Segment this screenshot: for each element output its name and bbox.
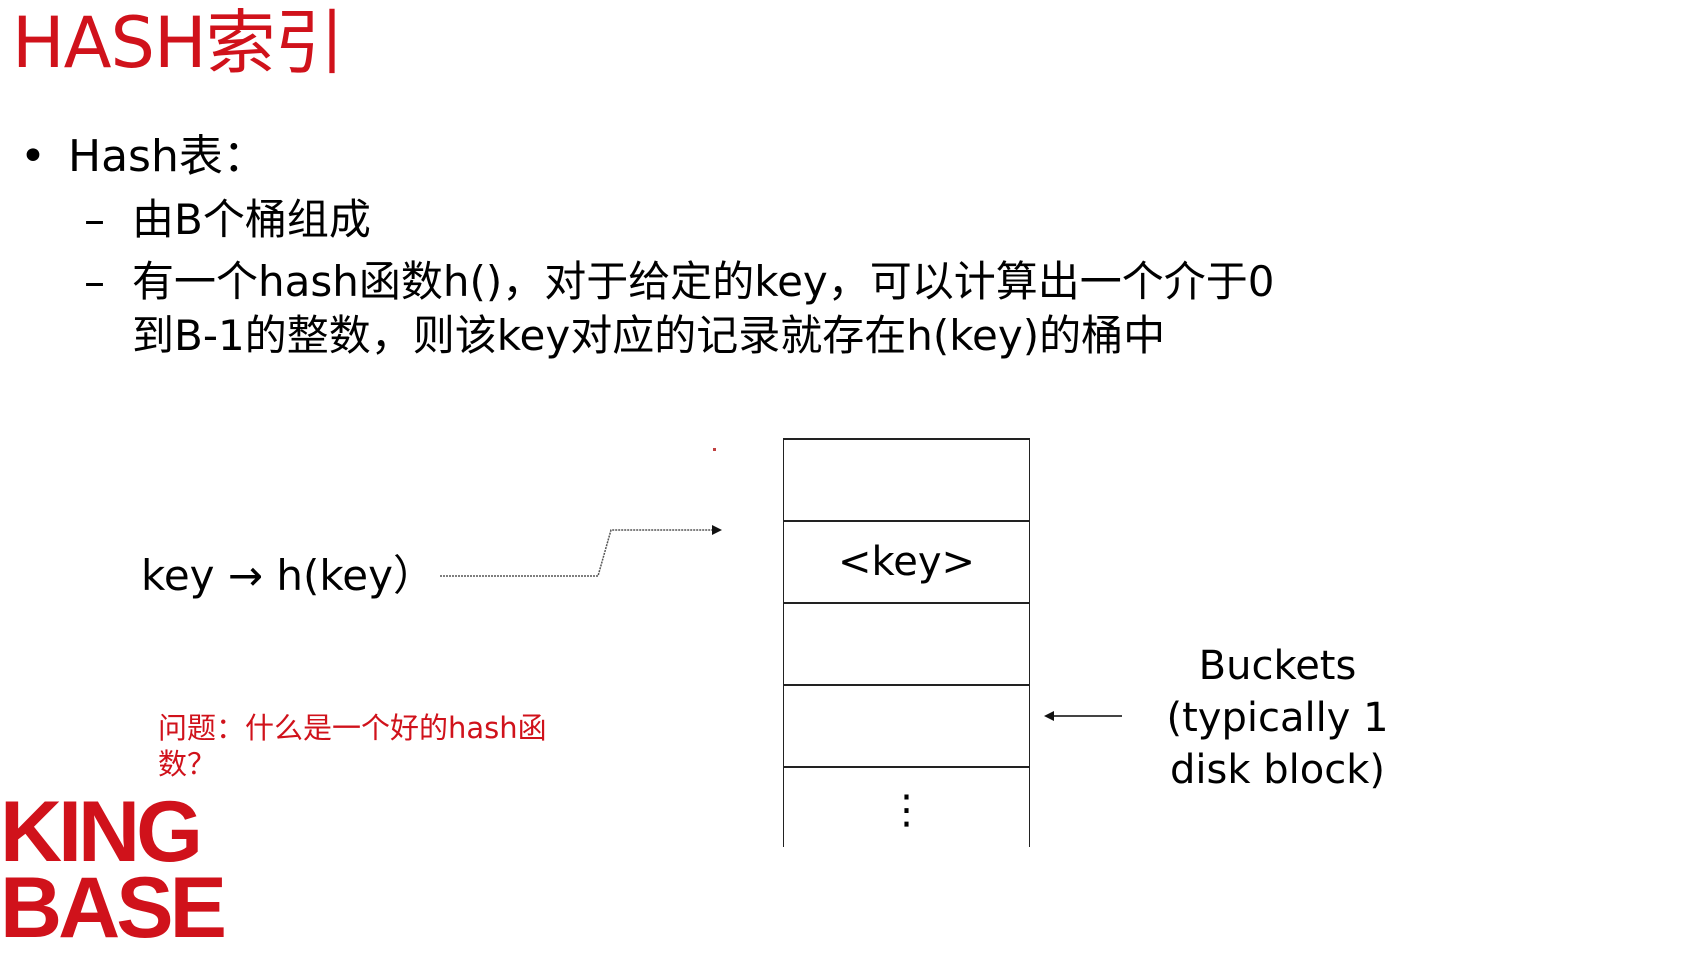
subitem-text: 由B个桶组成: [132, 195, 371, 244]
red-dot: [713, 448, 716, 451]
bucket-ellipsis: ⋮: [886, 787, 927, 833]
logo-line-1: KING: [0, 784, 203, 880]
question-annotation: 问题：什么是一个好的hash函数？: [158, 711, 547, 781]
bucket-2: [784, 604, 1029, 686]
page-title: HASH索引: [12, 2, 345, 84]
dash-icon: –: [84, 195, 105, 244]
buckets-label-line: (typically 1: [1166, 695, 1389, 741]
buckets-label-line: disk block): [1170, 747, 1385, 793]
hash-arrow: [440, 448, 1122, 721]
bucket-3: [784, 686, 1029, 768]
subitem-text: 有一个hash函数h()，对于给定的key，可以计算出一个介于0: [132, 257, 1275, 306]
bullet-dot-icon: •: [20, 131, 46, 182]
subitem-1: –由B个桶组成: [84, 196, 371, 244]
bucket-0: [784, 440, 1029, 522]
logo-line-2: BASE: [0, 860, 227, 956]
subitem-2: –有一个hash函数h()，对于给定的key，可以计算出一个介于0: [84, 258, 1275, 306]
bucket-table: <key> ⋮: [783, 438, 1030, 847]
left-arrow-icon: [1044, 711, 1054, 721]
buckets-label-line: Buckets: [1198, 643, 1357, 689]
hash-formula: key → h(key）: [141, 551, 435, 600]
buckets-label: Buckets (typically 1 disk block): [1160, 640, 1395, 796]
dotted-connector: [440, 529, 714, 577]
kingbase-logo: KING BASE: [0, 784, 227, 956]
subitem-2-continued: 到B-1的整数，则该key对应的记录就存在h(key)的桶中: [132, 311, 1166, 360]
bullet-hash-table: • Hash表：: [20, 132, 267, 182]
bullet-label: Hash表：: [68, 131, 267, 182]
arrow-head-icon: [712, 525, 722, 535]
dash-icon: –: [84, 257, 105, 306]
bucket-1-key: <key>: [784, 522, 1029, 604]
